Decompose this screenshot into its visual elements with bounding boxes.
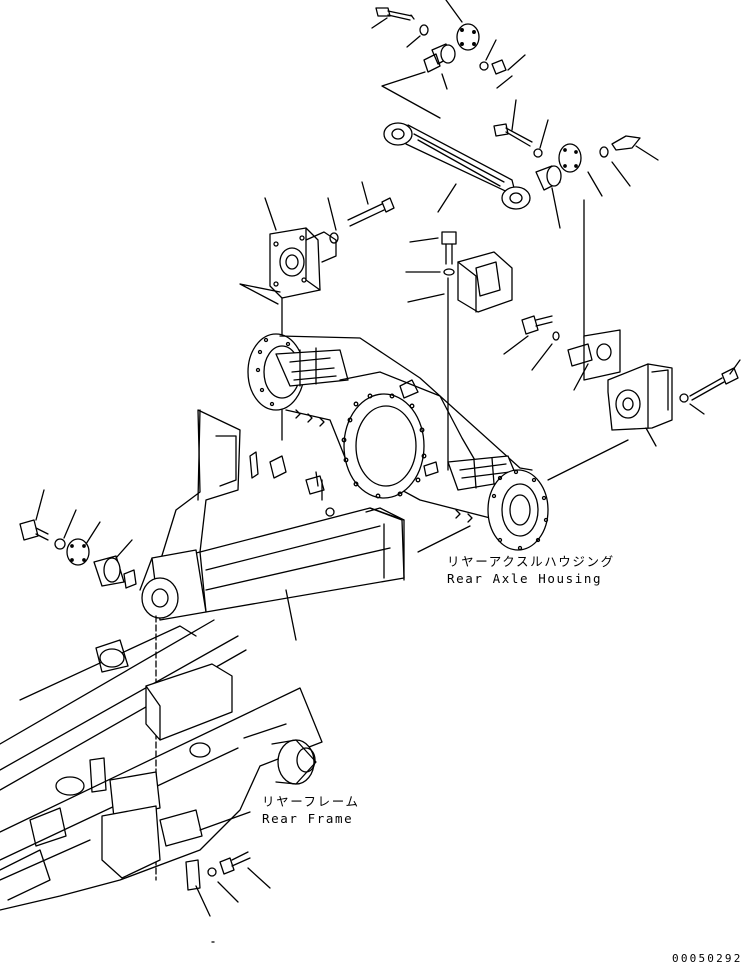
a-frame	[139, 409, 405, 881]
small-fasteners	[249, 451, 335, 517]
stopper-block	[405, 231, 513, 471]
left-bushing-assembly	[19, 489, 137, 589]
rear-frame-label-en: Rear Frame	[262, 811, 354, 826]
right-mount-bracket	[503, 315, 741, 447]
right-bushing-assembly	[493, 99, 659, 339]
rear-frame	[0, 619, 323, 943]
top-bushing-assembly	[371, 0, 526, 119]
rear-frame-label-jp: リヤーフレーム	[262, 794, 360, 809]
link-rod	[383, 122, 531, 213]
left-mount-bracket	[239, 181, 395, 441]
rear-axle-housing-label-en: Rear Axle Housing	[447, 571, 603, 586]
rear-axle-housing-label-jp: リヤーアクスルハウジング	[447, 554, 615, 569]
drawing-number: 00050292	[672, 952, 743, 965]
rear-axle-housing	[247, 333, 629, 553]
